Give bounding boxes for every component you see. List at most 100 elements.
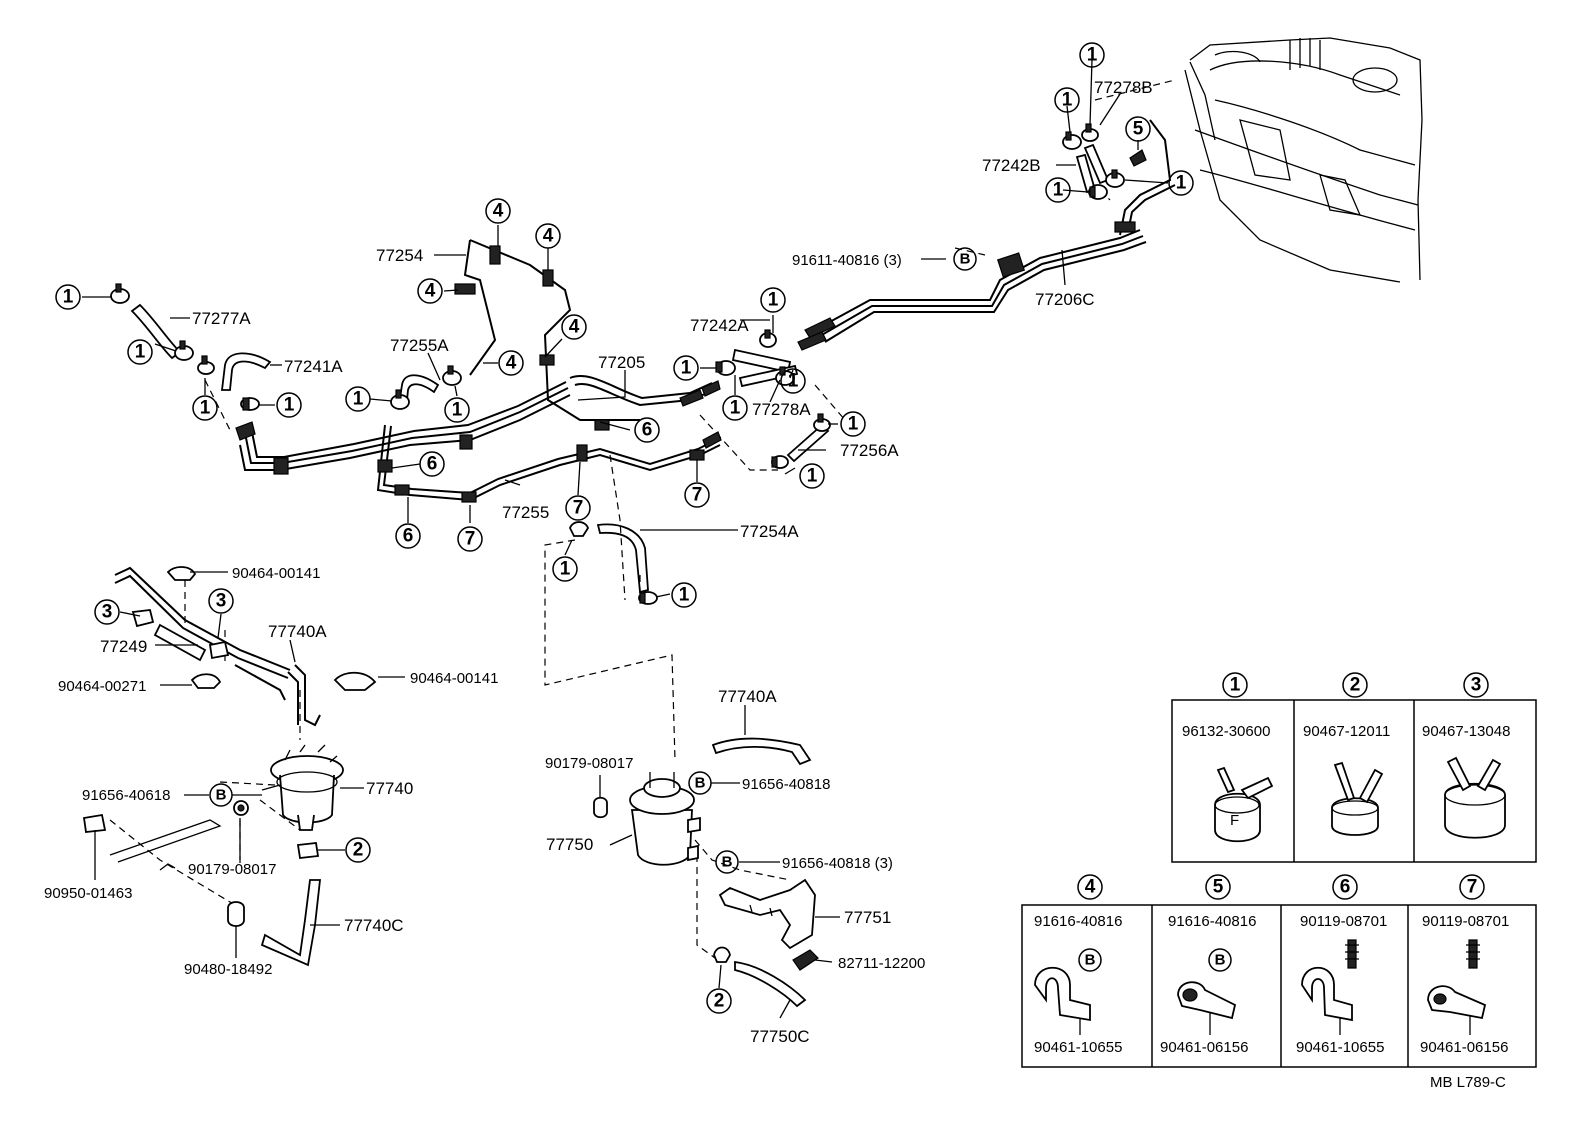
part-label: 90179-08017 — [188, 861, 276, 878]
part-label: 77278A — [752, 400, 811, 419]
part-label: 90464-00141 — [410, 670, 498, 687]
svg-text:B: B — [1085, 952, 1096, 969]
part-label: 90480-18492 — [184, 961, 272, 978]
svg-text:4: 4 — [543, 226, 554, 247]
callout-5: 5 — [1125, 116, 1151, 142]
legend-part-number: 90119-08701 — [1300, 913, 1387, 930]
legend-item-4: 4 91616-40816 B 90461-10655 — [1034, 874, 1122, 1056]
hose-77255A — [398, 374, 440, 402]
callout-3: 3 — [94, 599, 120, 625]
callout-6: 6 — [419, 451, 445, 477]
svg-text:7: 7 — [1467, 877, 1478, 898]
svg-text:4: 4 — [493, 201, 504, 222]
leader-lines — [82, 59, 1169, 1019]
legend-part-number: 91616-40816 — [1168, 913, 1256, 930]
svg-text:1: 1 — [768, 290, 779, 311]
callout-7: 7 — [565, 495, 591, 521]
legend-part-number: 90467-13048 — [1422, 723, 1510, 740]
svg-text:1: 1 — [452, 400, 463, 421]
svg-text:B: B — [960, 251, 971, 268]
fuel-line-group — [239, 119, 1176, 503]
bolt-b-marker: B — [688, 771, 712, 795]
svg-text:4: 4 — [1085, 877, 1096, 898]
part-label: 77750 — [546, 835, 593, 854]
svg-text:6: 6 — [642, 420, 653, 441]
callout-1: 1 — [1168, 170, 1194, 196]
legend-item-2: 2 90467-12011 — [1303, 672, 1390, 836]
svg-text:1: 1 — [1176, 173, 1187, 194]
part-label: 77750C — [750, 1027, 810, 1046]
part-label: 77740 — [366, 779, 413, 798]
legend-part-number: 91616-40816 — [1034, 913, 1122, 930]
callout-3: 3 — [208, 588, 234, 614]
part-label: 77278B — [1094, 78, 1153, 97]
fuel-tank-illustration — [1184, 37, 1423, 283]
svg-text:1: 1 — [135, 342, 146, 363]
svg-text:1: 1 — [788, 371, 799, 392]
legend-item-5: 5 91616-40816 B 90461-06156 — [1160, 874, 1256, 1056]
part-label: 77255A — [390, 336, 449, 355]
legend-item-7: 7 90119-08701 90461-06156 — [1420, 874, 1509, 1056]
callout-6: 6 — [634, 417, 660, 443]
callout-1: 1 — [1079, 42, 1105, 68]
callout-1: 1 — [127, 339, 153, 365]
part-label: 77254 — [376, 246, 423, 265]
hose-77249 — [153, 623, 207, 662]
callout-1: 1 — [345, 386, 371, 412]
svg-text:4: 4 — [425, 281, 436, 302]
hose-77278B — [1083, 143, 1110, 185]
fuel-filter-assembly — [82, 566, 377, 927]
svg-text:1: 1 — [1230, 675, 1241, 696]
callout-1: 1 — [1045, 177, 1071, 203]
svg-text:3: 3 — [1471, 675, 1482, 696]
callout-4: 4 — [417, 278, 443, 304]
legend-item-1: 1 96132-30600 F — [1182, 672, 1274, 843]
callout-1: 1 — [552, 556, 578, 582]
part-label: 77277A — [192, 309, 251, 328]
part-label: 90950-01463 — [44, 885, 132, 902]
part-number-labels: 77277A 77241A 77254 77255A 77205 77242A … — [44, 78, 1153, 1046]
callout-7: 7 — [457, 526, 483, 552]
part-label: 77256A — [840, 441, 899, 460]
callout-numbers: 1 1 1 1 4 4 4 4 4 1 1 6 6 6 7 7 7 1 1 1 … — [55, 42, 1194, 1014]
legend-part-number: 96132-30600 — [1182, 723, 1270, 740]
callout-4: 4 — [498, 350, 524, 376]
part-label: 77740A — [718, 687, 777, 706]
svg-text:1: 1 — [1087, 45, 1098, 66]
callout-1: 1 — [55, 284, 81, 310]
part-label: 77254A — [740, 522, 799, 541]
svg-text:2: 2 — [714, 991, 725, 1012]
svg-text:6: 6 — [427, 454, 438, 475]
legend-item-6: 6 90119-08701 90461-10655 — [1296, 874, 1387, 1056]
part-label: 82711-12200 — [838, 955, 925, 972]
legend-bottom-part: 90461-10655 — [1296, 1039, 1384, 1056]
svg-text:1: 1 — [284, 395, 295, 416]
svg-text:7: 7 — [465, 529, 476, 550]
svg-text:7: 7 — [692, 485, 703, 506]
charcoal-canister-assembly — [204, 79, 1176, 971]
callout-1: 1 — [1054, 87, 1080, 113]
part-label: 91611-40816 (3) — [792, 252, 902, 269]
clamp-legend: 1 96132-30600 F 2 90467-12011 3 90467-13… — [1021, 672, 1537, 1068]
diagram-code: MB L789-C — [1430, 1074, 1506, 1091]
hose-77241A — [220, 352, 272, 391]
svg-text:1: 1 — [353, 389, 364, 410]
legend-item-3: 3 90467-13048 — [1422, 672, 1510, 839]
hose-77277A — [130, 303, 182, 360]
svg-text:1: 1 — [560, 559, 571, 580]
callout-1: 1 — [192, 395, 218, 421]
hose-77740A-right — [711, 737, 812, 766]
svg-text:1: 1 — [63, 287, 74, 308]
svg-text:3: 3 — [216, 591, 227, 612]
part-label: 90464-00141 — [232, 565, 320, 582]
callout-7: 7 — [684, 482, 710, 508]
callout-1: 1 — [276, 392, 302, 418]
part-label: 90179-08017 — [545, 755, 633, 772]
legend-part-number: 90119-08701 — [1422, 913, 1509, 930]
svg-text:2: 2 — [353, 840, 364, 861]
svg-text:5: 5 — [1133, 119, 1144, 140]
callout-1: 1 — [722, 395, 748, 421]
part-label: 91656-40618 — [82, 787, 170, 804]
svg-text:B: B — [695, 775, 706, 792]
